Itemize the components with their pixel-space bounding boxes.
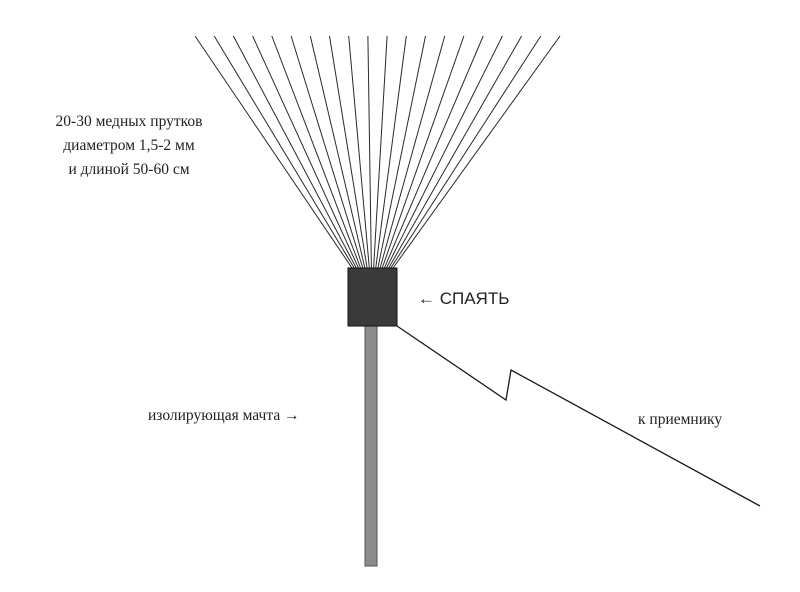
copper-rod	[375, 35, 407, 269]
copper-rods-fan	[194, 35, 561, 269]
copper-rod	[271, 35, 362, 269]
copper-rod	[232, 35, 357, 269]
copper-rod	[379, 35, 446, 269]
copper-rod	[252, 35, 359, 269]
rods-label-line1: 20-30 медных прутков	[55, 113, 203, 130]
copper-rod	[329, 35, 368, 269]
copper-rod	[381, 35, 465, 269]
copper-rod	[392, 35, 561, 269]
rods-label-line3: и длиной 50-60 см	[68, 161, 190, 178]
rods-label-line2: диаметром 1,5-2 мм	[63, 137, 195, 154]
copper-rod	[383, 35, 484, 269]
copper-rod	[290, 35, 364, 269]
copper-rod	[377, 35, 426, 269]
copper-rod	[367, 35, 372, 269]
copper-rod	[390, 35, 542, 269]
copper-rod	[388, 35, 523, 269]
mast-label: изолирующая мачта →	[148, 407, 300, 424]
receiver-label: к приемнику	[638, 411, 723, 428]
solder-junction-block	[347, 267, 398, 327]
rods-description-label: 20-30 медных прутков диаметром 1,5-2 мм …	[20, 110, 238, 182]
solder-label: ← СПАЯТЬ	[418, 289, 510, 308]
copper-rod	[309, 35, 366, 269]
copper-rod	[386, 35, 503, 269]
copper-rod	[373, 35, 388, 269]
copper-rod	[348, 35, 370, 269]
copper-rod	[194, 35, 353, 269]
receiver-wire	[396, 325, 761, 507]
copper-rod	[213, 35, 355, 269]
insulating-mast	[364, 325, 378, 567]
